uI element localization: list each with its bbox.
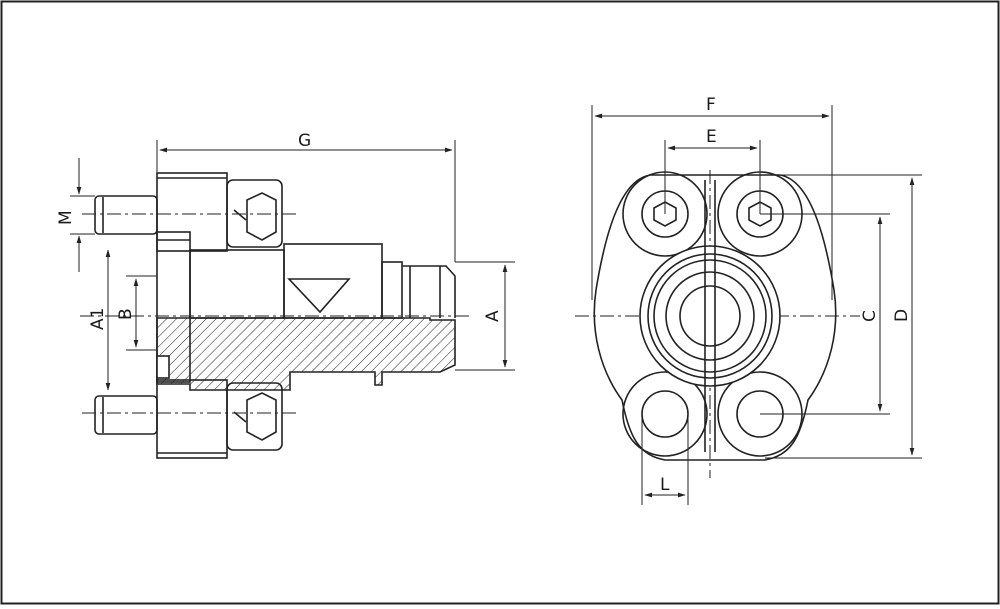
dim-label-G: G bbox=[298, 131, 311, 151]
dim-label-A1: A1 bbox=[88, 308, 108, 330]
dim-label-E: E bbox=[706, 127, 717, 147]
dim-label-D: D bbox=[892, 309, 912, 322]
dim-label-M: M bbox=[56, 210, 76, 225]
central-bore bbox=[639, 245, 781, 387]
lower-bolt bbox=[94, 379, 283, 459]
dim-label-F: F bbox=[706, 95, 716, 115]
upper-bolt bbox=[94, 172, 283, 252]
dim-label-A: A bbox=[483, 310, 503, 322]
dim-label-B: B bbox=[116, 308, 136, 320]
dim-label-C: C bbox=[860, 310, 880, 322]
front-view bbox=[575, 105, 922, 505]
side-view bbox=[70, 140, 515, 459]
dim-label-L: L bbox=[660, 475, 670, 495]
